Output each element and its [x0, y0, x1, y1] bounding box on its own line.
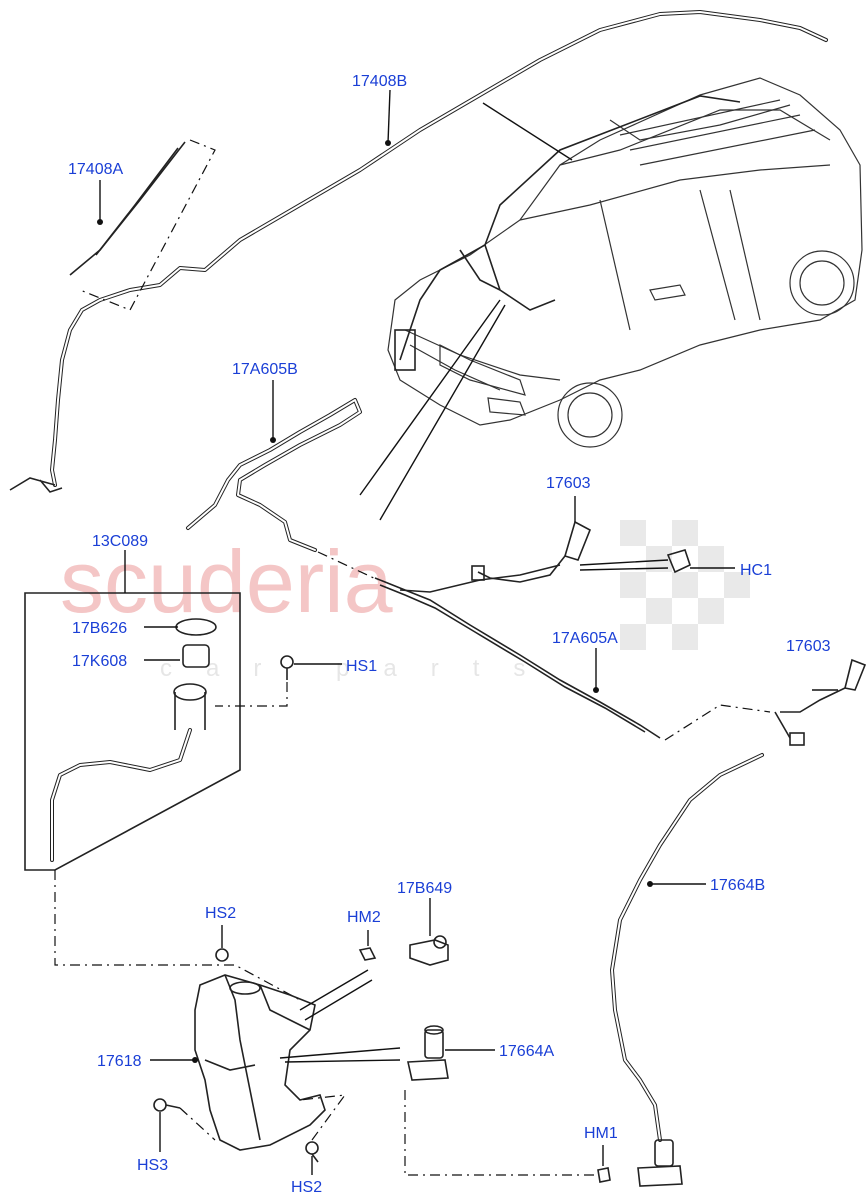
dash-link [54, 870, 301, 1001]
dash-link [179, 1107, 216, 1141]
hose-17A605A [374, 564, 661, 739]
label-HS2-lower: HS2 [291, 1179, 322, 1196]
dash-link [215, 682, 288, 707]
label-HC1: HC1 [740, 562, 772, 579]
watermark-brand: scuderia [60, 532, 393, 631]
rear-pump-HM1 [597, 1139, 683, 1187]
washer-jet-17603-upper [471, 520, 592, 583]
leader-reservoir-pump [279, 1047, 401, 1063]
leader-car-1 [359, 299, 501, 496]
label-HM1: HM1 [584, 1125, 618, 1142]
leader-reservoir-sensor [299, 969, 373, 1021]
roof-washer-hose-17408B [9, 10, 828, 493]
screw-HS3 [153, 1098, 181, 1112]
vehicle-outline [387, 77, 863, 448]
hose-17408A [69, 139, 216, 311]
label-17A605A: 17A605A [552, 630, 618, 647]
label-17618: 17618 [97, 1053, 142, 1070]
hose-17A605B [186, 398, 362, 552]
label-17664B: 17664B [710, 877, 765, 894]
leader-HC1-links [579, 559, 669, 571]
label-HS1: HS1 [346, 658, 377, 675]
hose-clip-HC1 [666, 549, 691, 574]
screw-HS1 [280, 655, 294, 680]
label-17408A: 17408A [68, 161, 123, 178]
watermark-sub: car parts [160, 655, 559, 682]
label-17B626: 17B626 [72, 620, 127, 637]
dash-link [664, 704, 771, 741]
leader-17408B [387, 89, 391, 144]
checker-flag-watermark [620, 520, 750, 650]
label-17664A: 17664A [499, 1043, 554, 1060]
label-HS2-upper: HS2 [205, 905, 236, 922]
filler-neck-assembly-13C089 [24, 550, 241, 871]
level-sensor-17B649 [358, 935, 449, 966]
label-HS3: HS3 [137, 1157, 168, 1174]
label-17A605B: 17A605B [232, 361, 298, 378]
leader-car-2 [379, 304, 506, 521]
washer-reservoir-17618 [194, 974, 326, 1151]
label-17408B: 17408B [352, 73, 407, 90]
washer-jet-17603-lower [774, 658, 867, 746]
screw-HS2-lower [305, 1141, 319, 1163]
label-17603-upper: 17603 [546, 475, 591, 492]
label-17B649: 17B649 [397, 880, 452, 897]
dash-link [404, 1090, 598, 1176]
label-HM2: HM2 [347, 909, 381, 926]
label-13C089: 13C089 [92, 533, 148, 550]
watermark: scuderia car parts [60, 520, 750, 682]
vehicle-washer-harness [394, 95, 741, 371]
label-17603-lower: 17603 [786, 638, 831, 655]
label-17K608: 17K608 [72, 653, 127, 670]
washer-pump-17664A [407, 1025, 449, 1081]
rear-washer-hose-17664B [610, 753, 764, 1142]
screw-HS2-upper [215, 948, 229, 962]
